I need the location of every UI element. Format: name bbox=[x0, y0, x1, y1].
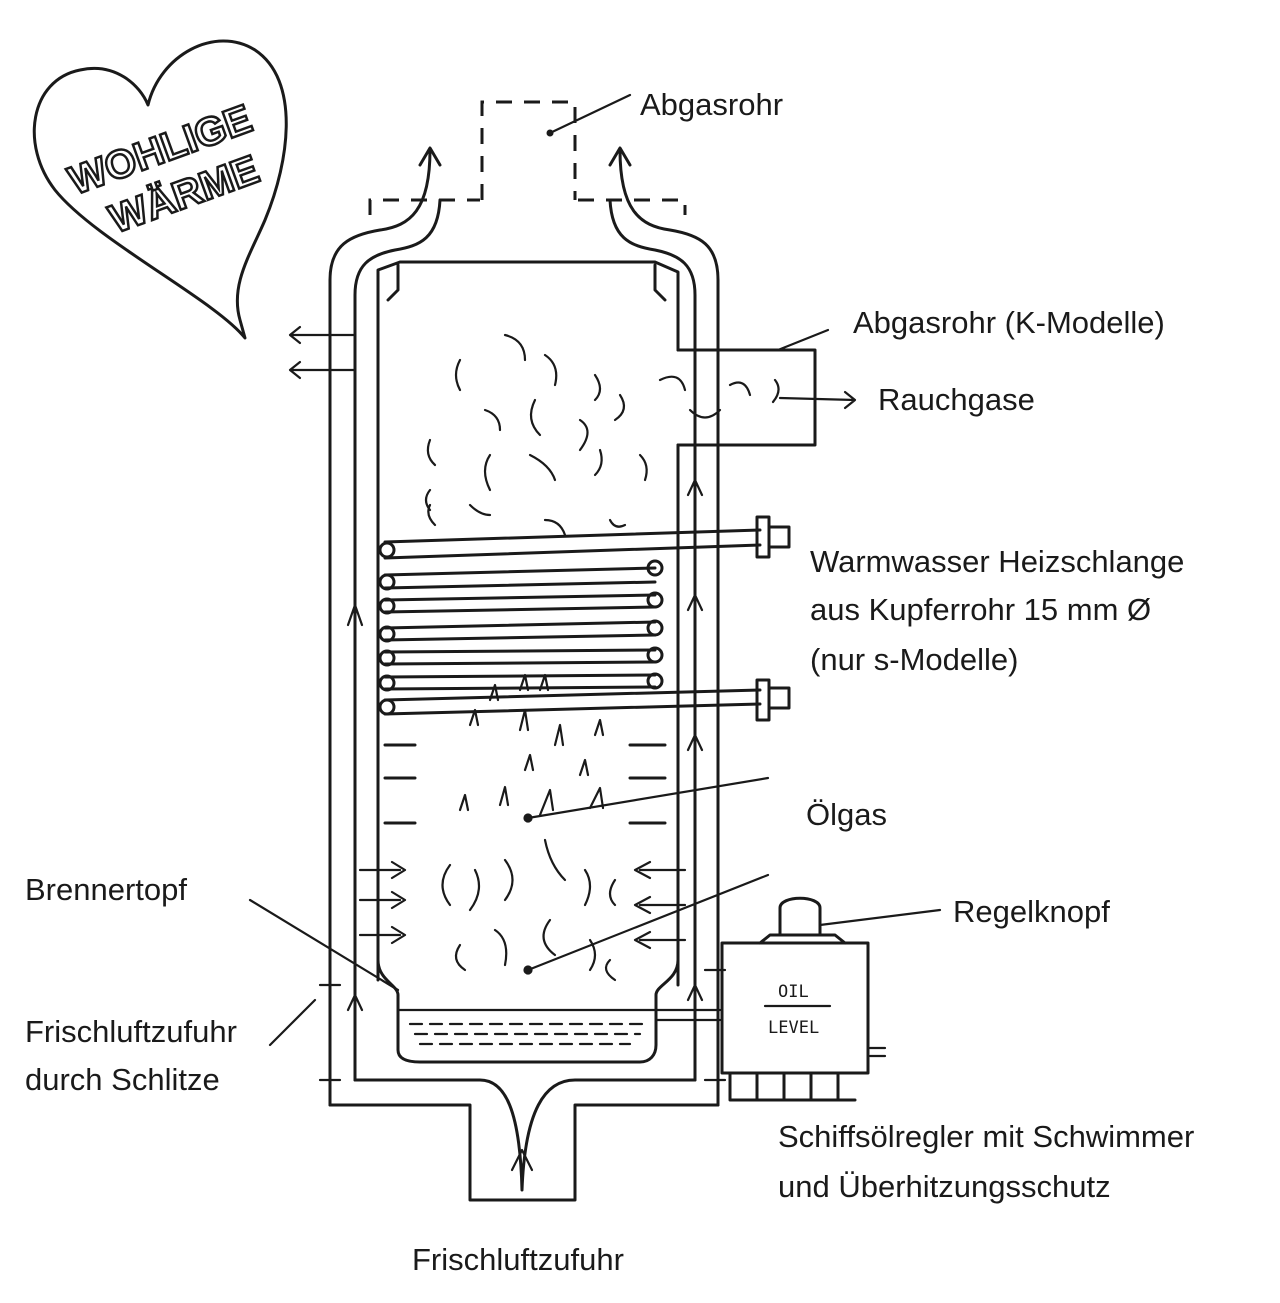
label-brennertopf: Brennertopf bbox=[25, 872, 187, 907]
label-frischluftzufuhr: Frischluftzufuhr bbox=[412, 1242, 624, 1277]
regulator-level-text: LEVEL bbox=[768, 1018, 819, 1038]
label-abgasrohr-k-modelle: Abgasrohr (K-Modelle) bbox=[853, 305, 1165, 340]
label-heizschlange-1: Warmwasser Heizschlange bbox=[810, 544, 1184, 579]
label-schiffsoelregler-2: und Überhitzungsschutz bbox=[778, 1169, 1111, 1204]
heart-badge: WOHLIGE WÄRME bbox=[32, 39, 288, 340]
label-abgasrohr: Abgasrohr bbox=[640, 87, 783, 122]
label-heizschlange-3: (nur s-Modelle) bbox=[810, 642, 1018, 677]
label-heizschlange-2: aus Kupferrohr 15 mm Ø bbox=[810, 592, 1151, 627]
exhaust-pipe-top bbox=[368, 93, 687, 215]
label-regelknopf: Regelknopf bbox=[953, 894, 1110, 929]
combustion-chamber bbox=[376, 260, 817, 1064]
flow-arrows bbox=[288, 325, 857, 1082]
oil-surface bbox=[408, 1022, 647, 1046]
control-knob bbox=[778, 896, 822, 937]
leader-lines bbox=[248, 328, 942, 1047]
gas-swirls bbox=[424, 333, 780, 982]
label-frischluft-schlitze-1: Frischluftzufuhr bbox=[25, 1014, 237, 1049]
regulator-oil-text: OIL bbox=[778, 982, 809, 1002]
label-frischluft-schlitze-2: durch Schlitze bbox=[25, 1062, 220, 1097]
heart-outline bbox=[32, 39, 288, 340]
air-slits bbox=[383, 743, 667, 825]
label-schiffsoelregler-1: Schiffsölregler mit Schwimmer bbox=[778, 1119, 1194, 1154]
label-oelgas: Ölgas bbox=[806, 797, 887, 832]
outer-jacket bbox=[328, 146, 720, 1202]
heating-coil bbox=[378, 515, 791, 722]
oil-level-regulator: OIL LEVEL bbox=[720, 896, 887, 1102]
label-rauchgase: Rauchgase bbox=[878, 382, 1035, 417]
